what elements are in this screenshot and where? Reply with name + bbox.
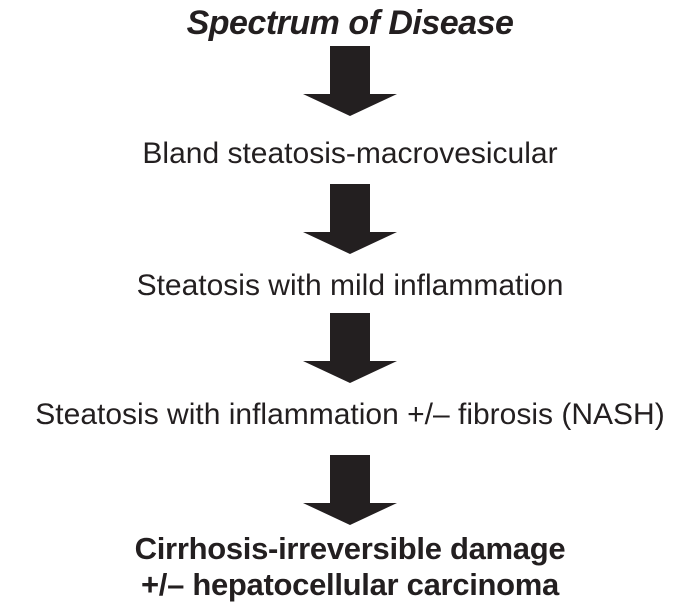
down-arrow-icon <box>303 454 397 525</box>
down-arrow-icon <box>303 313 397 384</box>
stage-mild-inflammation: Steatosis with mild inflammation <box>136 268 564 302</box>
stage-nash: Steatosis with inflammation +/– fibrosis… <box>35 398 665 432</box>
diagram-title: Spectrum of Disease <box>186 4 514 42</box>
stage-cirrhosis-line1: Cirrhosis-irreversible damage <box>134 530 566 566</box>
down-arrow-icon <box>303 46 397 117</box>
down-arrow-icon <box>303 183 397 254</box>
stage-cirrhosis-carcinoma: Cirrhosis-irreversible damage +/– hepato… <box>135 531 566 603</box>
stage-cirrhosis-line2: +/– hepatocellular carcinoma <box>140 566 560 602</box>
stage-bland-steatosis: Bland steatosis-macrovesicular <box>142 137 558 171</box>
